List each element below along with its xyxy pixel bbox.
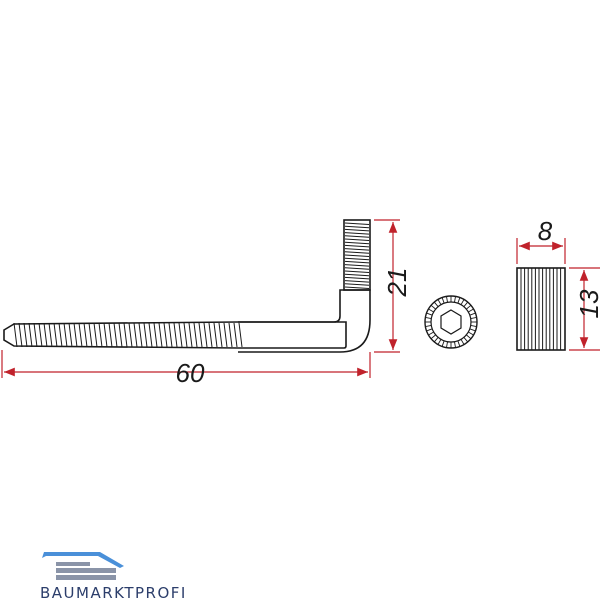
brand-name: BAUMARKTPROFI [40,584,187,600]
hex-socket [440,309,462,335]
brand-logo: BAUMARKTPROFI [40,552,187,600]
dimension-nut-height: 13 [569,267,600,351]
dimension-length: 60 [1,350,371,388]
nut-side-view [516,267,566,351]
tip-threads [344,222,370,289]
dimension-height: 21 [374,219,412,353]
shank-threads [13,322,243,348]
nut-knurl [425,296,477,348]
nut-ribs [520,268,562,350]
length-label: 60 [176,358,205,388]
shank-outline [3,321,347,349]
nut-height-label: 13 [574,289,600,318]
dimension-nut-width: 8 [516,216,566,264]
nut-width-label: 8 [538,216,553,246]
hanger-bolt [3,219,371,353]
bend-outline [238,289,371,353]
height-label: 21 [382,268,412,298]
nut-top-view [424,295,478,349]
vertical-tip [343,219,371,291]
horizontal-shank [3,321,347,349]
logo-roof-icon [42,552,124,568]
tip-outline [343,219,371,291]
